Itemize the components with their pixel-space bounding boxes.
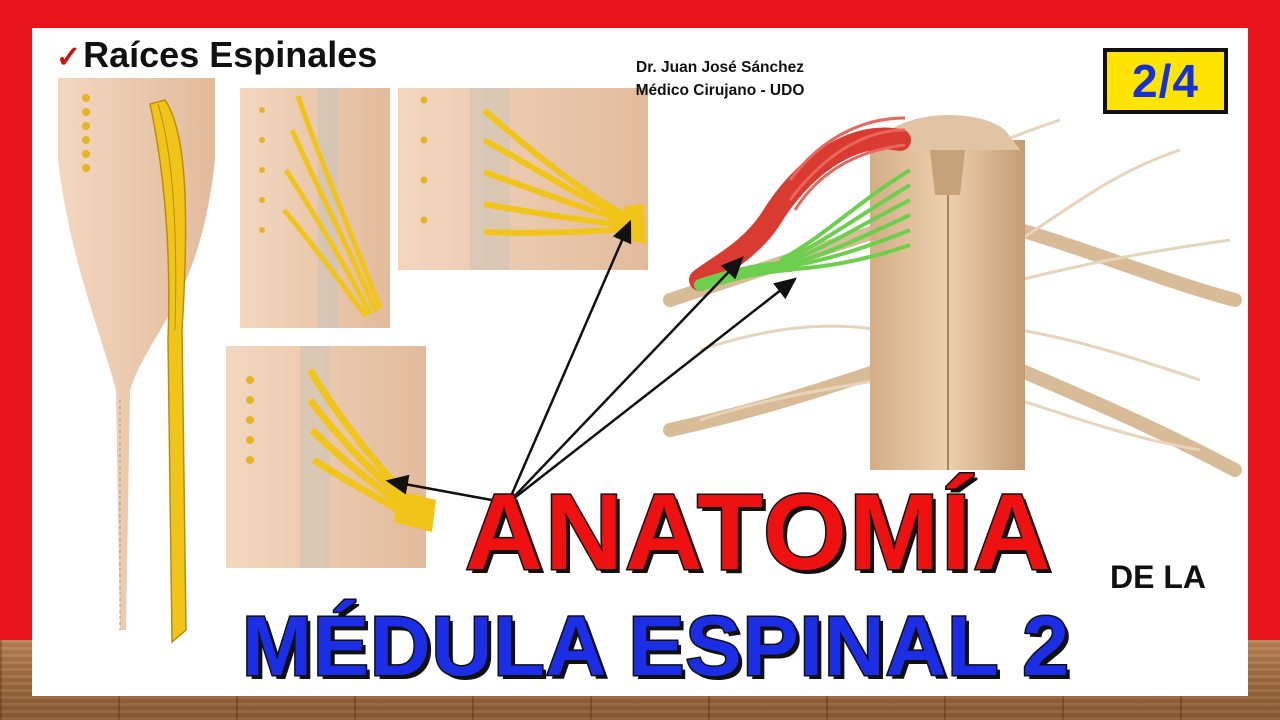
arrow-to-dorsal-root [507, 256, 744, 504]
root-segment-drawing-2 [398, 88, 648, 270]
part-number-badge: 2/4 [1103, 48, 1228, 114]
title-connector: DE LA [1110, 559, 1206, 595]
arrow-to-ventral-root [507, 277, 797, 504]
root-segment-drawing-1 [240, 88, 390, 328]
arrow-to-root-bundle [506, 219, 632, 504]
arrow-to-segment [385, 474, 509, 505]
checkmark-icon: ✓ [56, 41, 82, 74]
author-name: Dr. Juan José Sánchez [636, 59, 804, 76]
pointer-arrows [385, 219, 797, 505]
heading-text: Raíces Espinales [83, 34, 378, 75]
author-role: Médico Cirujano - UDO [635, 82, 805, 99]
root-segment-drawing-3 [226, 346, 436, 568]
author-credit: Dr. Juan José Sánchez Médico Cirujano - … [600, 56, 840, 102]
title-line-2: MÉDULA ESPINAL 2 [240, 599, 1071, 693]
spinal-cord-section-drawing [663, 115, 1242, 477]
section-heading: ✓Raíces Espinales [56, 34, 377, 76]
title-line-1: ANATOMÍA [464, 471, 1053, 592]
cauda-equina-drawing [58, 78, 215, 644]
